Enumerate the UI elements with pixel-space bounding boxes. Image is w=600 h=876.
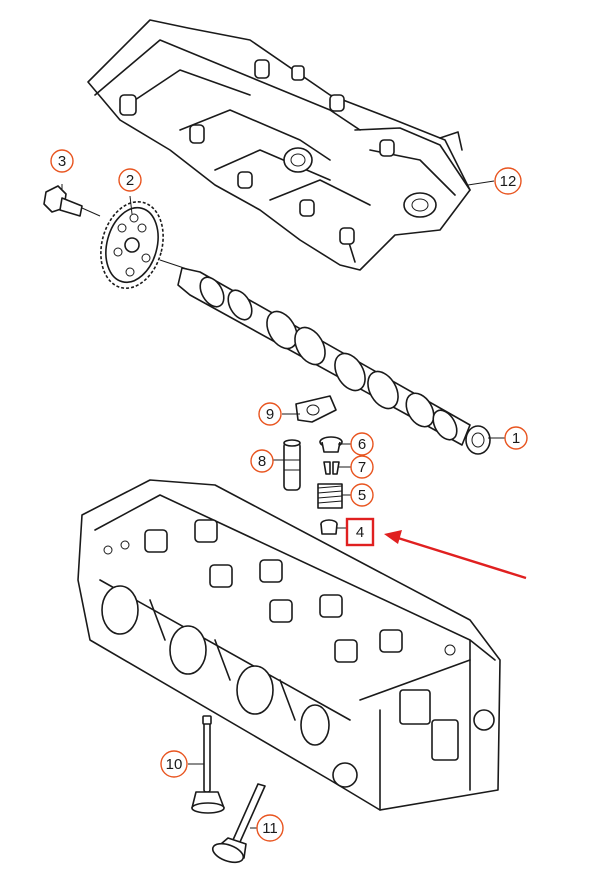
callout-number: 10 [166, 756, 183, 773]
callout-circle [250, 449, 274, 473]
callout-number: 4 [356, 524, 364, 541]
pointer-arrow [384, 530, 527, 580]
intake-valve [191, 715, 225, 814]
callout-circle [118, 168, 142, 192]
callout-circle [504, 426, 528, 450]
camshaft-housing [87, 19, 471, 271]
callout-circle [256, 814, 284, 842]
callout-circle [258, 402, 282, 426]
callout-number: 1 [512, 430, 520, 447]
callout-3: 3 [50, 149, 74, 173]
callout-circle [50, 149, 74, 173]
cylinder-head [77, 479, 501, 811]
callout-number: 8 [258, 453, 266, 470]
camshaft [159, 259, 491, 455]
callout-circle [350, 432, 374, 456]
valve-spring-retainer [319, 436, 343, 453]
callout-1: 1 [504, 426, 528, 450]
roller-rocker-arm [295, 395, 337, 423]
exhaust-valve [211, 783, 266, 864]
valve-stem-seal [320, 519, 338, 535]
callout-8: 8 [250, 449, 274, 473]
callout-11: 11 [256, 814, 284, 842]
callout-7: 7 [350, 455, 374, 479]
callout-number: 12 [500, 173, 517, 190]
callout-4: 4 [345, 517, 375, 547]
valve-spring [317, 483, 343, 509]
callout-number: 11 [262, 820, 278, 837]
camshaft-sprocket [100, 200, 164, 290]
callout-6: 6 [350, 432, 374, 456]
callout-9: 9 [258, 402, 282, 426]
hydraulic-lifter [283, 439, 301, 491]
callout-number: 2 [126, 172, 134, 189]
leader-lines [61, 180, 508, 829]
callout-number: 3 [58, 153, 66, 170]
callout-number: 5 [358, 487, 366, 504]
bolt [43, 185, 101, 217]
callout-number: 9 [266, 406, 274, 423]
callout-number: 7 [358, 459, 366, 476]
callout-circle [494, 167, 522, 195]
callout-5: 5 [350, 483, 374, 507]
callout-2: 2 [118, 168, 142, 192]
callout-circle [160, 750, 188, 778]
callout-10: 10 [160, 750, 188, 778]
callout-number: 6 [358, 436, 366, 453]
callout-circle [350, 455, 374, 479]
callout-circle [350, 483, 374, 507]
valve-collets [323, 461, 340, 475]
callout-12: 12 [494, 167, 522, 195]
callout-highlight-box [345, 517, 375, 547]
